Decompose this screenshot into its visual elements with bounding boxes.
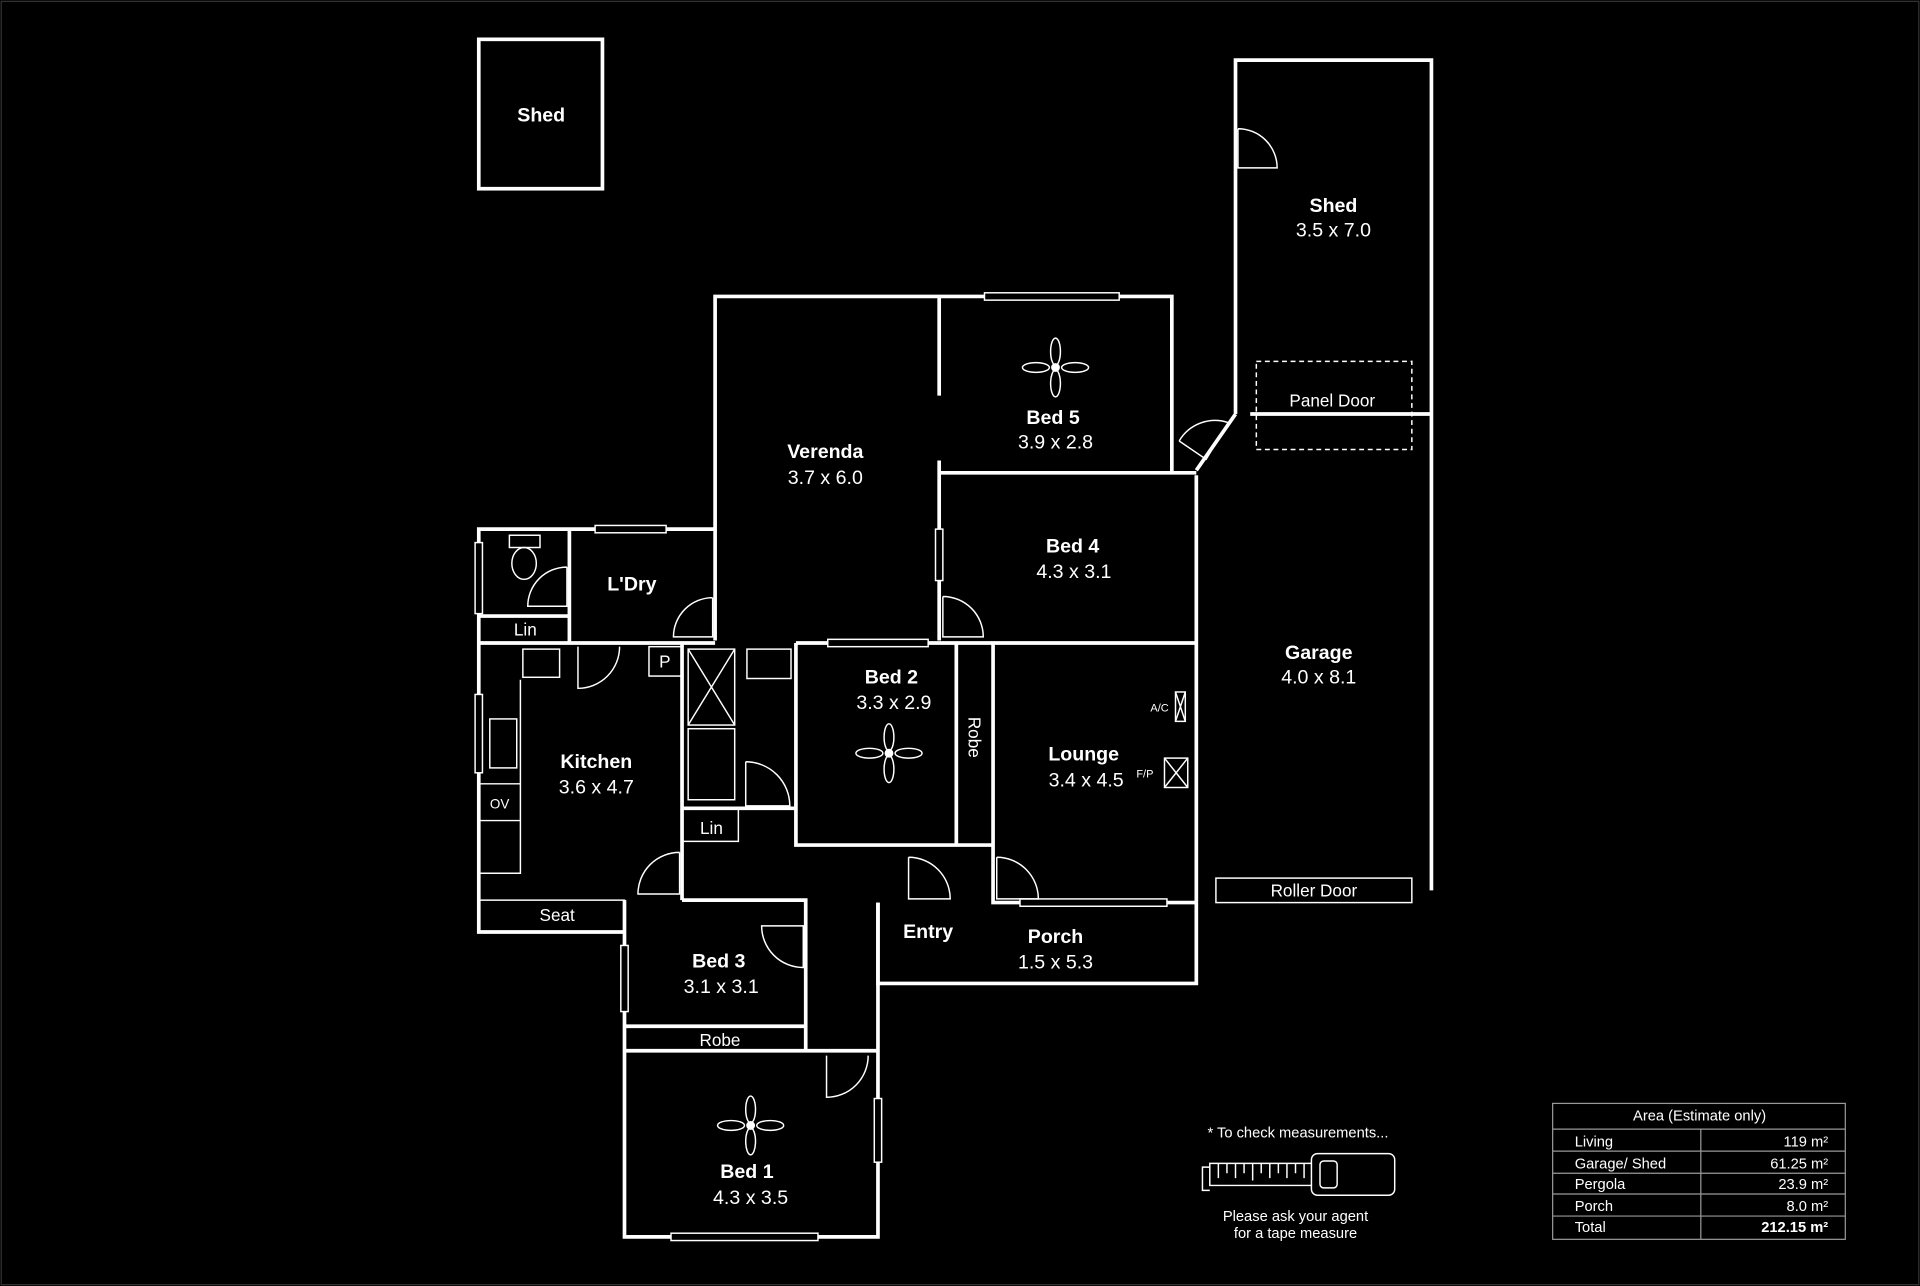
area-row-value: 119 m² [1784, 1134, 1829, 1150]
area-row-label: Garage/ Shed [1575, 1156, 1666, 1172]
shed-name: Shed [1310, 195, 1358, 217]
entry-label: Entry [903, 921, 953, 943]
porch-dims: 1.5 x 5.3 [1018, 952, 1093, 974]
area-total-value: 212.15 m² [1761, 1220, 1828, 1236]
lin2-label: Lin [700, 818, 723, 838]
verenda-dims: 3.7 x 6.0 [788, 467, 863, 489]
fireplace-label: F/P [1136, 769, 1153, 781]
seat-label: Seat [540, 905, 575, 925]
bed2-dims: 3.3 x 2.9 [856, 692, 931, 714]
area-row-label: Pergola [1575, 1177, 1626, 1193]
bed3-dims: 3.1 x 3.1 [684, 976, 759, 998]
shed-dims: 3.5 x 7.0 [1296, 219, 1371, 241]
oven-label: OV [490, 796, 509, 811]
bed2-robe-label: Robe [965, 717, 985, 758]
lounge-name: Lounge [1048, 744, 1119, 766]
pantry-label: P [659, 651, 670, 671]
bed4-name: Bed 4 [1046, 535, 1099, 557]
bed5-name: Bed 5 [1026, 407, 1079, 429]
bed1-name: Bed 1 [720, 1161, 773, 1183]
area-row-label: Living [1575, 1134, 1613, 1150]
windows [474, 292, 1168, 1242]
kitchen-name: Kitchen [560, 751, 632, 773]
panel-door-label: Panel Door [1289, 391, 1375, 411]
area-row-value: 23.9 m² [1778, 1177, 1828, 1193]
roller-door-label: Roller Door [1271, 880, 1358, 900]
shed-small-name: Shed [517, 104, 565, 126]
porch-name: Porch [1028, 926, 1083, 948]
bed3-name: Bed 3 [692, 950, 745, 972]
area-row-value: 61.25 m² [1770, 1156, 1828, 1172]
tape-measure-note: * To check measurements... Please ask yo… [1201, 1126, 1396, 1242]
area-total-label: Total [1575, 1220, 1606, 1236]
garage-dims: 4.0 x 8.1 [1281, 666, 1356, 688]
kitchen-dims: 3.6 x 4.7 [559, 777, 634, 799]
tape-measure-icon [1201, 1152, 1396, 1196]
lin-label: Lin [514, 620, 537, 640]
ceiling-fans [716, 337, 1090, 1156]
room-labels: Shed Shed 3.5 x 7.0 Panel Door Bed 5 3.9… [490, 104, 1376, 1208]
doors [527, 127, 1278, 1099]
garage-name: Garage [1285, 642, 1353, 664]
tape-note-top: * To check measurements... [1207, 1126, 1388, 1142]
area-row-value: 8.0 m² [1787, 1199, 1829, 1215]
bed5-dims: 3.9 x 2.8 [1018, 431, 1093, 453]
area-table-title: Area (Estimate only) [1633, 1109, 1766, 1125]
tape-note-line2: for a tape measure [1234, 1226, 1357, 1242]
area-table: Area (Estimate only) Living 119 m² Garag… [1552, 1102, 1846, 1240]
tape-note-line1: Please ask your agent [1223, 1209, 1368, 1225]
lounge-dims: 3.4 x 4.5 [1049, 769, 1124, 791]
area-row-label: Porch [1575, 1199, 1613, 1215]
ac-label: A/C [1150, 703, 1168, 715]
verenda-name: Verenda [787, 441, 864, 463]
ldry-name: L'Dry [607, 573, 656, 595]
bed4-dims: 4.3 x 3.1 [1036, 561, 1111, 583]
bed3-robe-label: Robe [700, 1030, 741, 1050]
bed2-name: Bed 2 [865, 666, 918, 688]
bed1-dims: 4.3 x 3.5 [713, 1187, 788, 1209]
walls [476, 37, 1434, 1239]
